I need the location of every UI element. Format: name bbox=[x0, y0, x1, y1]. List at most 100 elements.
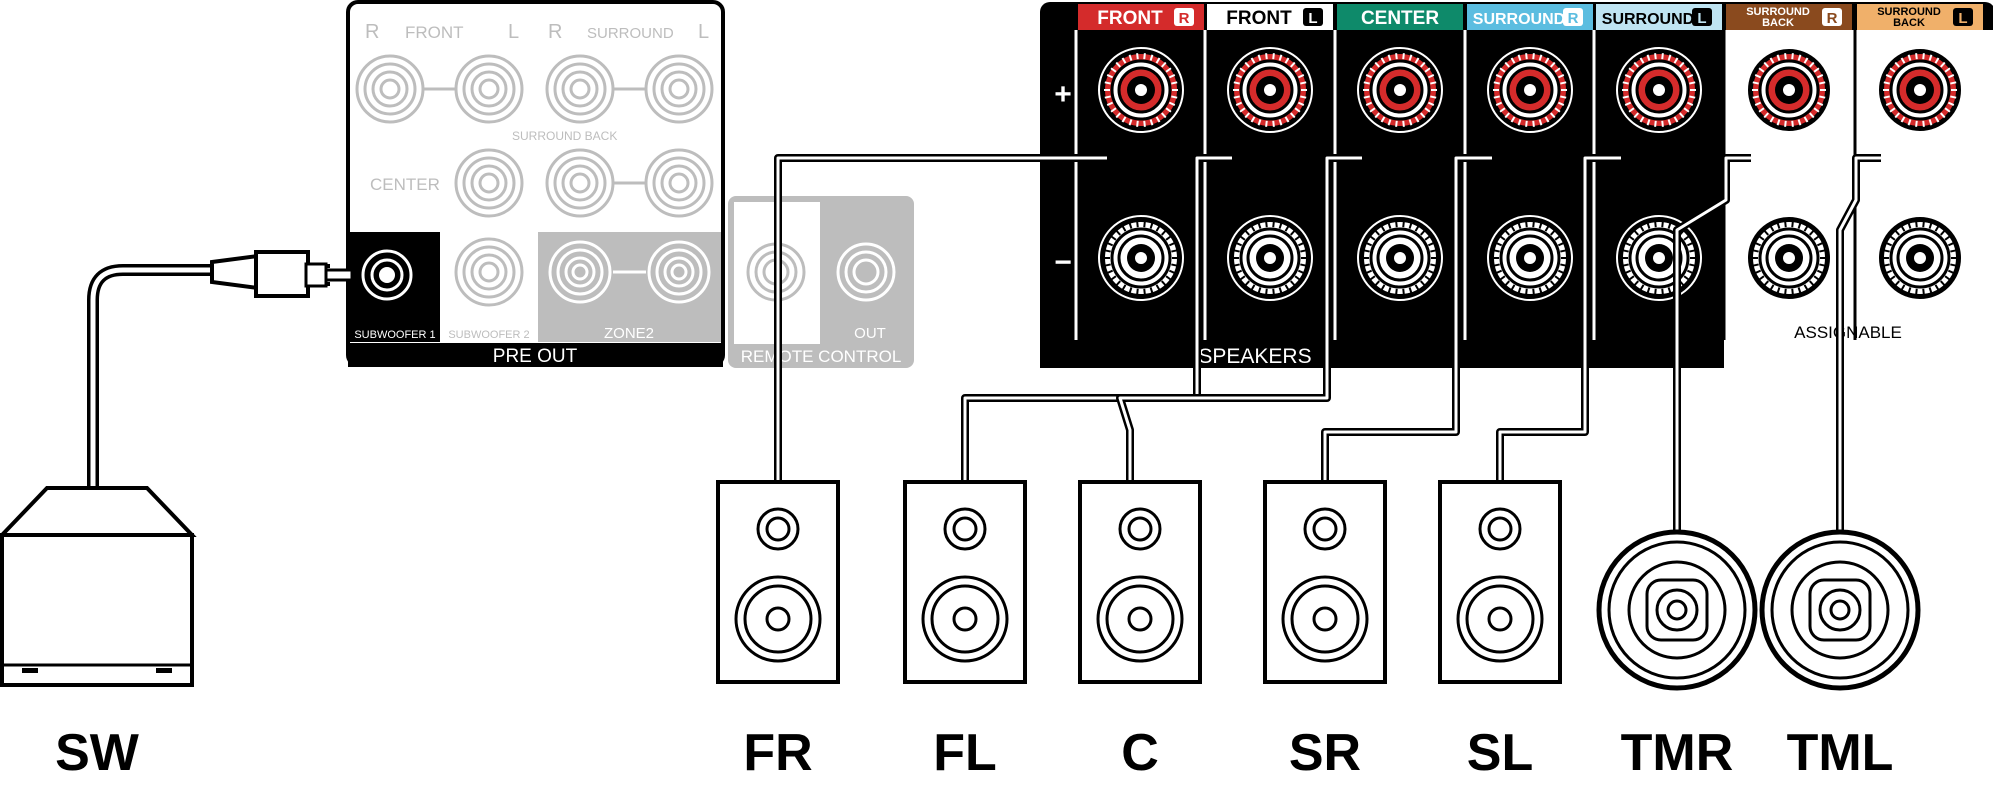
rca-jack-front-l bbox=[454, 54, 524, 124]
label-speakers: SPEAKERS bbox=[1198, 345, 1311, 368]
speaker-row: SW FR FL C SR SL TMR TML bbox=[0, 480, 1921, 782]
negative-terminal bbox=[1487, 215, 1573, 301]
speaker-fl: FL bbox=[903, 480, 1027, 782]
positive-terminal bbox=[1098, 47, 1184, 133]
positive-terminal bbox=[1616, 47, 1702, 133]
rca-jack-center bbox=[454, 148, 524, 218]
rca-plug bbox=[254, 250, 310, 298]
negative-terminal bbox=[1357, 215, 1443, 301]
remote-control-panel: OUT REMOTE CONTROL bbox=[728, 196, 914, 368]
label-zone2: ZONE2 bbox=[604, 325, 654, 342]
channel-header-label: SURROUND bbox=[1877, 6, 1941, 18]
channel-badge-letter: R bbox=[1568, 10, 1579, 27]
negative-terminal bbox=[1098, 215, 1184, 301]
remote-out-jack bbox=[836, 242, 896, 302]
channel-badge-letter: R bbox=[1827, 10, 1838, 27]
label-l2: L bbox=[698, 21, 709, 43]
negative-terminal bbox=[1746, 215, 1832, 301]
speaker-sl: SL bbox=[1438, 480, 1562, 782]
channel-badge bbox=[1953, 8, 1973, 26]
speaker-label-c: C bbox=[1121, 724, 1159, 782]
cable-tml-highlight bbox=[1838, 156, 1881, 540]
speaker-label-fl: FL bbox=[933, 724, 997, 782]
zone2-block bbox=[538, 232, 721, 342]
assignable-footer bbox=[1724, 340, 1993, 368]
speaker-label-tmr: TMR bbox=[1621, 724, 1734, 782]
speaker-label-sw: SW bbox=[55, 724, 140, 782]
positive-terminal bbox=[1877, 47, 1963, 133]
label-r2: R bbox=[548, 21, 562, 43]
positive-terminal bbox=[1357, 47, 1443, 133]
channel-badge-letter: L bbox=[1308, 10, 1317, 27]
speaker-label-sr: SR bbox=[1289, 724, 1361, 782]
channel-badge bbox=[1174, 8, 1194, 26]
rca-jack-surround-l bbox=[644, 54, 714, 124]
negative-terminal bbox=[1227, 215, 1313, 301]
channel-badge bbox=[1563, 8, 1583, 26]
preout-panel: R FRONT L R SURROUND L SURROUND BACK CEN… bbox=[346, 0, 725, 367]
channel-header-label: BACK bbox=[1893, 17, 1925, 29]
label-l1: L bbox=[508, 21, 519, 43]
cable-sr-highlight bbox=[1323, 156, 1492, 480]
channel-header-label: BACK bbox=[1762, 17, 1794, 29]
label-remote-control: REMOTE CONTROL bbox=[741, 347, 902, 366]
cable-c-highlight bbox=[1118, 156, 1362, 480]
cable-tmr-highlight bbox=[1675, 156, 1751, 540]
channel-header-label: FRONT bbox=[1226, 8, 1292, 29]
channel-front-l: FRONT L bbox=[1203, 4, 1333, 340]
channel-badge-letter: L bbox=[1697, 10, 1706, 27]
zone2-jacks bbox=[548, 240, 711, 304]
speaker-c: C bbox=[1078, 480, 1202, 782]
subwoofer-cable bbox=[87, 250, 354, 490]
label-out: OUT bbox=[854, 325, 886, 342]
plus-symbol: + bbox=[1054, 78, 1072, 111]
channel-badge bbox=[1822, 8, 1842, 26]
channel-header-label: CENTER bbox=[1361, 8, 1439, 29]
positive-terminal bbox=[1227, 47, 1313, 133]
speaker-cables bbox=[774, 154, 1881, 540]
channel-header-label: SURROUND bbox=[1602, 11, 1694, 28]
negative-terminal bbox=[1616, 215, 1702, 301]
negative-terminal bbox=[1877, 215, 1963, 301]
rca-jack-surround-back-l bbox=[644, 148, 714, 218]
channel-badge bbox=[1303, 8, 1323, 26]
channel-center-2: CENTER bbox=[1333, 4, 1463, 340]
label-front: FRONT bbox=[405, 23, 464, 42]
channel-header-tab bbox=[1337, 4, 1463, 30]
channel-header-label: SURROUND bbox=[1473, 11, 1565, 28]
channel-badge bbox=[1692, 8, 1712, 26]
speaker-label-fr: FR bbox=[743, 724, 812, 782]
label-assignable: ASSIGNABLE bbox=[1794, 323, 1902, 342]
label-r1: R bbox=[365, 21, 379, 43]
positive-terminal bbox=[1487, 47, 1573, 133]
speaker-tml: TML bbox=[1759, 529, 1921, 782]
rca-jack-front-r bbox=[355, 54, 425, 124]
cable-fr-highlight bbox=[776, 156, 1107, 480]
label-subwoofer2: SUBWOOFER 2 bbox=[448, 329, 529, 341]
label-surround: SURROUND bbox=[587, 25, 674, 42]
speaker-tmr: TMR bbox=[1596, 529, 1758, 782]
label-center: CENTER bbox=[370, 175, 440, 194]
channel-badge-letter: L bbox=[1958, 10, 1967, 27]
preout-footer-bar bbox=[348, 343, 723, 367]
channel-badge-letter: R bbox=[1179, 10, 1190, 27]
rca-jack-subwoofer2 bbox=[454, 237, 524, 307]
cable-sl-highlight bbox=[1498, 156, 1621, 480]
positive-terminal bbox=[1746, 47, 1832, 133]
rca-jack-surround-r bbox=[545, 54, 615, 124]
preout-jacks bbox=[355, 54, 714, 307]
rca-jack-surround-back-r bbox=[545, 148, 615, 218]
rca-jack-subwoofer1 bbox=[361, 249, 413, 301]
speaker-sr: SR bbox=[1263, 480, 1387, 782]
channel-header-label: SURROUND bbox=[1746, 6, 1810, 18]
rca-jack-subwoofer1-center bbox=[379, 267, 395, 283]
